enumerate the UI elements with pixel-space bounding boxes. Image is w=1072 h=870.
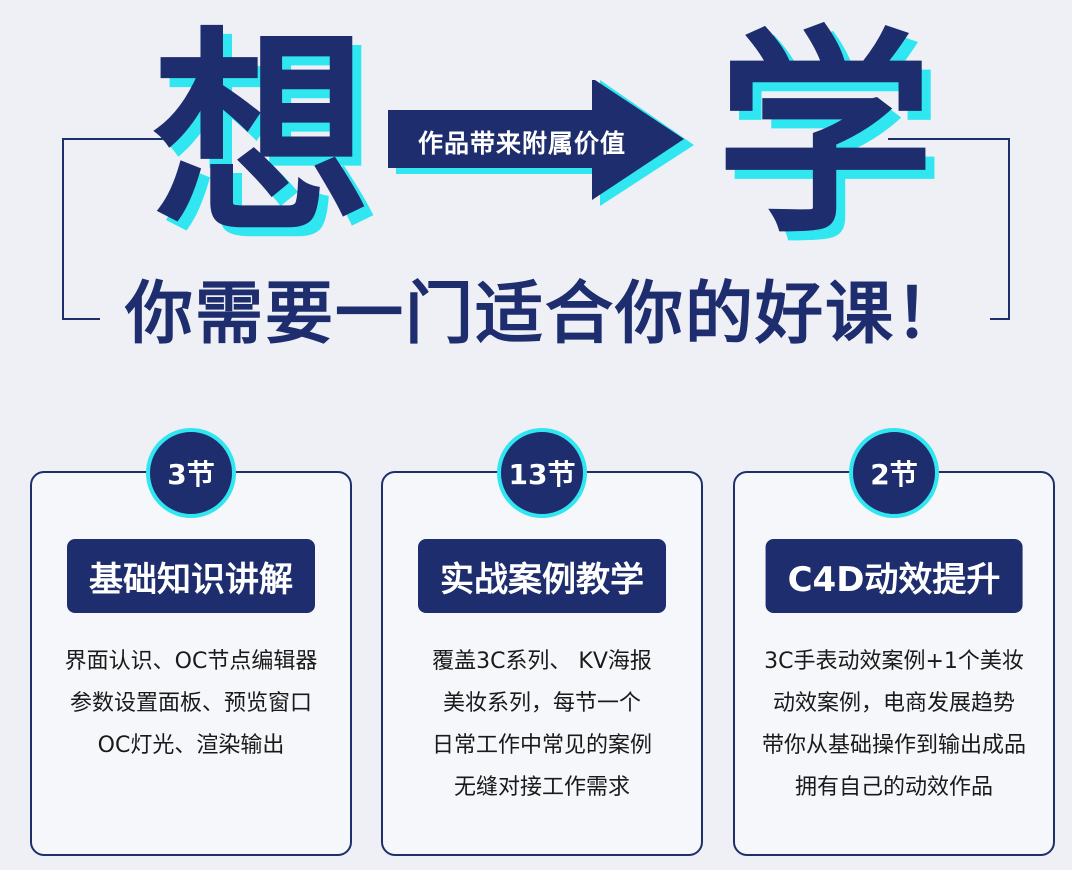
arrow-banner: 作品带来附属价值 [384, 80, 708, 206]
card-title: 实战案例教学 [418, 539, 666, 613]
course-card-practice: 13节 实战案例教学 覆盖3C系列、 KV海报 美妆系列，每节一个 日常工作中常… [381, 428, 703, 856]
arrow-label: 作品带来附属价值 [417, 129, 626, 158]
card-line: 3C手表动效案例+1个美妆 [764, 649, 1024, 674]
page-headline: 你需要一门适合你的好课！ [100, 262, 990, 354]
lesson-count-badge: 2节 [849, 428, 939, 518]
card-line: 无缝对接工作需求 [453, 775, 630, 800]
arrow-icon [388, 80, 694, 206]
card-line: 界面认识、OC节点编辑器 [64, 649, 318, 674]
card-line: 参数设置面板、预览窗口 [69, 691, 312, 716]
card-line: 带你从基础操作到输出成品 [761, 733, 1026, 758]
card-title: C4D动效提升 [765, 539, 1023, 613]
card-line: 覆盖3C系列、 KV海报 [432, 649, 652, 674]
card-title: 基础知识讲解 [67, 539, 315, 613]
lesson-count-badge: 13节 [497, 428, 587, 518]
hero-char-right: 学 [716, 10, 934, 263]
card-line: OC灯光、渲染输出 [97, 733, 285, 758]
card-line: 拥有自己的动效作品 [794, 775, 993, 800]
card-description: 3C手表动效案例+1个美妆 动效案例，电商发展趋势 带你从基础操作到输出成品 拥… [735, 641, 1053, 809]
card-line: 日常工作中常见的案例 [431, 733, 652, 758]
card-line: 动效案例，电商发展趋势 [772, 691, 1015, 716]
card-line: 美妆系列，每节一个 [442, 691, 641, 716]
course-card-basics: 3节 基础知识讲解 界面认识、OC节点编辑器 参数设置面板、预览窗口 OC灯光、… [30, 428, 352, 856]
card-description: 界面认识、OC节点编辑器 参数设置面板、预览窗口 OC灯光、渲染输出 [32, 641, 350, 767]
card-description: 覆盖3C系列、 KV海报 美妆系列，每节一个 日常工作中常见的案例 无缝对接工作… [383, 641, 701, 809]
hero-char-left: 想 [152, 10, 370, 263]
lesson-count-badge: 3节 [146, 428, 236, 518]
course-card-motion: 2节 C4D动效提升 3C手表动效案例+1个美妆 动效案例，电商发展趋势 带你从… [733, 428, 1055, 856]
